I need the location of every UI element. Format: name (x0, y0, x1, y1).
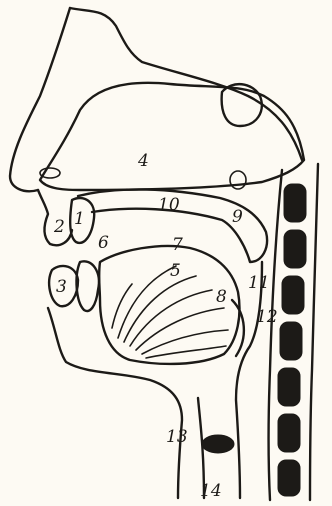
label-3: 3 (56, 277, 67, 297)
vertebrae (278, 184, 306, 496)
spine-back (310, 164, 318, 500)
label-12: 12 (256, 307, 278, 327)
nasal-cavity (40, 83, 304, 190)
label-9: 9 (232, 207, 243, 227)
eustachian-opening (230, 171, 246, 189)
label-7: 7 (172, 235, 183, 255)
chin-outline (48, 308, 182, 498)
label-10: 10 (158, 195, 180, 215)
label-11: 11 (248, 273, 270, 293)
sinus-cavity (222, 84, 262, 126)
lower-teeth (77, 261, 99, 311)
label-14: 14 (200, 481, 222, 501)
vocal-fold (202, 435, 234, 453)
nose-outline (70, 8, 302, 160)
label-5: 5 (170, 261, 181, 281)
label-2: 2 (53, 217, 65, 237)
label-8: 8 (216, 287, 227, 307)
label-13: 13 (166, 427, 188, 447)
label-4: 4 (137, 151, 149, 171)
label-1: 1 (74, 209, 85, 229)
nasal-tip-outline (10, 8, 70, 191)
label-6: 6 (98, 233, 109, 253)
